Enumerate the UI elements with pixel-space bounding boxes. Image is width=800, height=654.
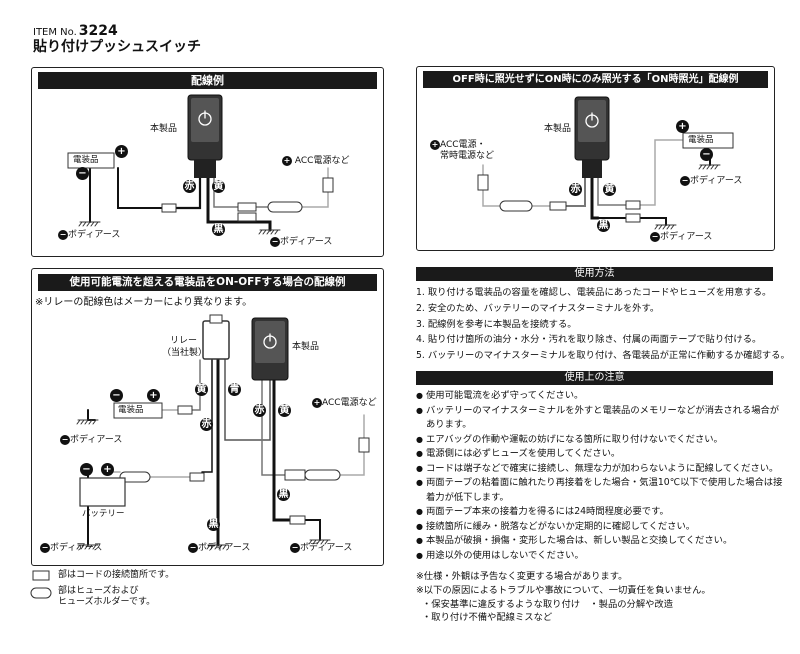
item-no-label: ITEM No. bbox=[33, 27, 77, 38]
p3-red-tag-relay: 赤 bbox=[200, 418, 213, 431]
usage-step: 3. 配線例を参考に本製品を接続する。 bbox=[416, 318, 577, 330]
p2-product-label: 本製品 bbox=[544, 124, 572, 134]
p3-earth4: −ボディアース bbox=[290, 543, 353, 553]
product-name: 貼り付けプッシュスイッチ bbox=[33, 39, 201, 55]
caution-item: 両面テープ本来の接着力を得るには24時間程度必要です。 bbox=[416, 505, 786, 520]
p3-product-label: 本製品 bbox=[292, 342, 320, 352]
p3-battery-plus-icon: + bbox=[101, 463, 114, 476]
p3-appliance-label: 電装品 bbox=[118, 405, 144, 415]
p3-black-tag-relay: 黒 bbox=[207, 518, 220, 531]
p1-plus-icon: + bbox=[115, 145, 128, 158]
usage-step: 2. 安全のため、バッテリーのマイナスターミナルを外す。 bbox=[416, 302, 660, 314]
panel-on-lit-title: OFF時に照光せずにON時にのみ照光する「ON時照光」配線例 bbox=[423, 71, 768, 88]
p3-black-tag: 黒 bbox=[277, 488, 290, 501]
p2-earth-top: −ボディアース bbox=[680, 176, 743, 186]
p2-minus-icon: − bbox=[700, 148, 713, 161]
p3-acc-label: +ACC電源など bbox=[312, 398, 377, 408]
panel-wiring-title: 配線例 bbox=[38, 72, 377, 89]
p1-earth-left: −ボディアース bbox=[58, 230, 121, 240]
p3-red-tag: 赤 bbox=[253, 404, 266, 417]
p3-plus-icon: + bbox=[147, 389, 160, 402]
diagram-3-wires bbox=[87, 358, 365, 547]
disclaimer-line3: ・保安基準に違反するような取り付け ・製品の分解や改造 bbox=[422, 599, 674, 610]
p2-earth-bottom: −ボディアース bbox=[650, 232, 713, 242]
p3-relay-label: リレー bbox=[170, 336, 198, 346]
p2-acc-label-2: 常時電源など bbox=[440, 151, 495, 161]
p3-battery-minus-icon: − bbox=[80, 463, 93, 476]
p2-yellow-tag: 黄 bbox=[603, 183, 616, 196]
p1-minus-icon: − bbox=[76, 167, 89, 180]
p3-note: ※リレーの配線色はメーカーにより異なります。 bbox=[35, 297, 253, 308]
p1-appliance-label: 電装品 bbox=[73, 155, 99, 165]
p1-product-label: 本製品 bbox=[150, 124, 178, 134]
caution-item: 使用可能電流を必ず守ってください。 bbox=[416, 389, 786, 404]
item-number: ITEM No.3224 bbox=[33, 23, 118, 39]
cautions-title: 使用上の注意 bbox=[416, 371, 773, 385]
p2-appliance-label: 電装品 bbox=[688, 135, 714, 145]
p2-acc-label: +ACC電源・ bbox=[430, 140, 486, 150]
legend-fuse-symbol bbox=[30, 587, 52, 599]
caution-item: コードは端子などで確実に接続し、無理な力が加わらないように配線してください。 bbox=[416, 462, 786, 477]
p2-black-tag: 黒 bbox=[597, 219, 610, 232]
p3-earth1: −ボディアース bbox=[60, 435, 123, 445]
diagram-2-parts bbox=[477, 132, 734, 223]
disclaimer-line1: ※仕様・外観は予告なく変更する場合があります。 bbox=[416, 571, 628, 582]
p3-blue-tag: 青 bbox=[228, 383, 241, 396]
legend-fuse-text: 部はヒューズおよび bbox=[58, 586, 139, 596]
usage-step: 4. 貼り付け箇所の油分・水分・汚れを取り除き、付属の両面テープで貼り付ける。 bbox=[416, 334, 762, 346]
p3-relay-label-2: （当社製） bbox=[162, 348, 208, 358]
caution-item: 接続箇所に緩み・脱落などがないか定期的に確認してください。 bbox=[416, 520, 786, 535]
caution-item: 用途以外の使用はしないでください。 bbox=[416, 549, 786, 564]
usage-steps: 1. 取り付ける電装品の容量を確認し、電装品にあったコードやヒューズを用意する。… bbox=[416, 285, 790, 364]
usage-step: 1. 取り付ける電装品の容量を確認し、電装品にあったコードやヒューズを用意する。 bbox=[416, 287, 772, 298]
p2-red-tag: 赤 bbox=[569, 183, 582, 196]
panel-relay-title: 使用可能電流を超える電装品をON-OFFする場合の配線例 bbox=[38, 274, 377, 291]
caution-item: 本製品が破損・損傷・変形した場合は、新しい製品と交換してください。 bbox=[416, 534, 786, 549]
p2-plus-icon: + bbox=[676, 120, 689, 133]
usage-step: 5. バッテリーのマイナスターミナルを取り付け、各電装品が正常に作動するか確認す… bbox=[416, 350, 790, 362]
diagram-2-wires bbox=[482, 139, 711, 226]
caution-item: バッテリーのマイナスターミナルを外すと電装品のメモリーなどが消去される場合があり… bbox=[416, 404, 786, 433]
disclaimer-line2: ※以下の原因によるトラブルや事故について、一切責任を負いません。 bbox=[416, 585, 711, 596]
legend-connector-text: 部はコードの接続箇所です。 bbox=[58, 570, 175, 580]
legend-connector-symbol bbox=[32, 570, 50, 581]
p1-earth-right: −ボディアース bbox=[270, 237, 333, 247]
caution-item: 両面テープの粘着面に触れたり再接着をした場合・気温10℃以下で使用した場合は接着… bbox=[416, 476, 786, 505]
caution-item: エアバッグの作動や運転の妨げになる箇所に取り付けないでください。 bbox=[416, 433, 786, 448]
diagram-3-parts bbox=[79, 402, 370, 525]
p3-earth3: −ボディアース bbox=[188, 543, 251, 553]
p3-earth2: −ボディアース bbox=[40, 543, 103, 553]
p3-minus-icon: − bbox=[110, 389, 123, 402]
legend-fuse-text-2: ヒューズホルダーです。 bbox=[58, 597, 156, 607]
p3-yellow-tag: 黄 bbox=[195, 383, 208, 396]
p3-yellow-tag-2: 黄 bbox=[278, 404, 291, 417]
diagram-1-parts bbox=[67, 152, 334, 222]
p3-battery-label: バッテリー bbox=[82, 509, 125, 519]
usage-title: 使用方法 bbox=[416, 267, 773, 281]
p1-yellow-tag: 黄 bbox=[212, 180, 225, 193]
panel-relay-example: 使用可能電流を超える電装品をON-OFFする場合の配線例 bbox=[31, 268, 384, 566]
p1-red-tag: 赤 bbox=[183, 180, 196, 193]
p1-acc-label: + ACC電源など bbox=[282, 156, 350, 166]
cautions-list: 使用可能電流を必ず守ってください。 バッテリーのマイナスターミナルを外すと電装品… bbox=[416, 389, 786, 563]
p1-black-tag: 黒 bbox=[212, 223, 225, 236]
caution-item: 電源側には必ずヒューズを使用してください。 bbox=[416, 447, 786, 462]
item-no-value: 3224 bbox=[78, 23, 118, 39]
disclaimer-line4: ・取り付け不備や配線ミスなど bbox=[422, 612, 553, 623]
